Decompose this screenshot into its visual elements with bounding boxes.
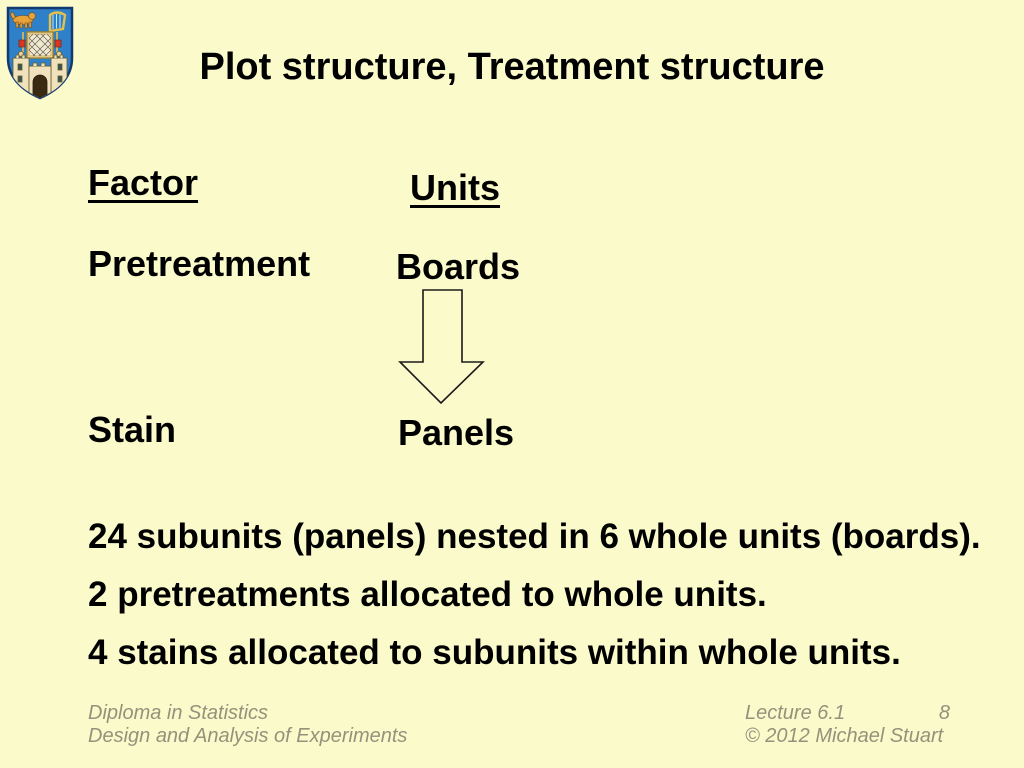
body-line-1: 24 subunits (panels) nested in 6 whole u… [88, 517, 981, 556]
footer-course-name: Diploma in Statistics [88, 702, 269, 724]
college-crest-logo [4, 4, 76, 107]
harp-icon [48, 11, 67, 33]
footer-copyright: © 2012 Michael Stuart [745, 725, 944, 747]
pretreatment-label: Pretreatment [88, 243, 311, 284]
footer-left-block: Diploma in Statistics Design and Analysi… [88, 702, 407, 748]
footer-lecture-number: Lecture 6.1 [745, 702, 846, 724]
footer-page-number: 8 [938, 702, 950, 724]
factor-column-header: Factor [88, 162, 199, 203]
footer-right-block: Lecture 6.1 8 [745, 702, 950, 725]
lion-icon [10, 11, 36, 29]
footer-course-subtitle: Design and Analysis of Experiments [88, 725, 408, 747]
panels-label: Panels [398, 412, 515, 453]
boards-label: Boards [396, 246, 521, 287]
body-line-2: 2 pretreatments allocated to whole units… [88, 575, 767, 614]
trinity-college-crest-icon [6, 6, 74, 100]
boards-to-panels-arrow [398, 289, 486, 410]
slide-title: Plot structure, Treatment structure [199, 46, 825, 88]
body-line-3: 4 stains allocated to subunits within wh… [88, 633, 901, 672]
stain-label: Stain [88, 409, 177, 450]
units-column-header: Units [410, 167, 500, 208]
book-icon [18, 31, 62, 59]
down-arrow-icon [398, 289, 485, 405]
